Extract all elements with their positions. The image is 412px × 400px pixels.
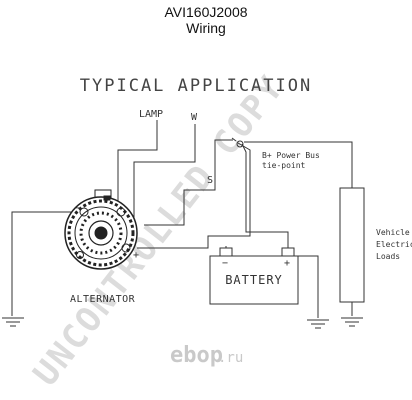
battery-ground-wire	[298, 255, 319, 318]
lamp-wire	[117, 120, 158, 208]
logo-suffix: .ru	[218, 350, 243, 366]
alternator-ground-wire	[11, 211, 82, 316]
alternator-icon	[64, 189, 138, 270]
logo-text: ebop	[170, 343, 223, 368]
tie-point	[231, 137, 244, 148]
b-plus-wire	[137, 142, 251, 249]
tiepoint-battery-wire	[241, 143, 289, 253]
part-number: AVI160J2008	[164, 4, 248, 20]
s-label: S	[207, 175, 213, 186]
page-subtitle: Wiring	[186, 20, 226, 36]
ebop-logo: ebop .ru	[170, 343, 243, 368]
battery-neg-post	[219, 247, 233, 257]
s-wire	[144, 139, 233, 226]
battery-pos-post	[281, 247, 295, 257]
w-label: W	[191, 112, 198, 123]
battery-box	[209, 255, 299, 305]
battery-pos-sign: +	[284, 258, 290, 269]
alternator-neg-terminal: −	[75, 203, 81, 214]
w-wire	[133, 124, 196, 225]
ground-symbol-battery	[307, 319, 329, 329]
vehicle-label-line3: Loads	[376, 252, 400, 261]
tiepoint-loads-wire	[244, 141, 353, 188]
b-plus-label-line1: B+ Power Bus	[262, 151, 320, 160]
vehicle-label-line1: Vehicle	[376, 228, 410, 237]
ground-symbol-loads	[341, 317, 363, 327]
lamp-label: LAMP	[139, 109, 163, 120]
vehicle-loads: Vehicle Electrical Loads	[339, 187, 412, 303]
vehicle-loads-box	[339, 187, 365, 303]
alternator-label: ALTERNATOR	[70, 294, 136, 305]
battery-label: BATTERY	[225, 273, 283, 287]
battery-neg-sign: −	[222, 258, 228, 269]
battery: − + BATTERY	[209, 247, 299, 305]
diagram-heading: TYPICAL APPLICATION	[80, 76, 312, 96]
b-plus-label-line2: tie-point	[262, 161, 306, 170]
ground-symbol-left	[2, 317, 24, 327]
vehicle-label-line2: Electrical	[376, 240, 412, 249]
alternator-pos-terminal: +	[133, 250, 139, 261]
